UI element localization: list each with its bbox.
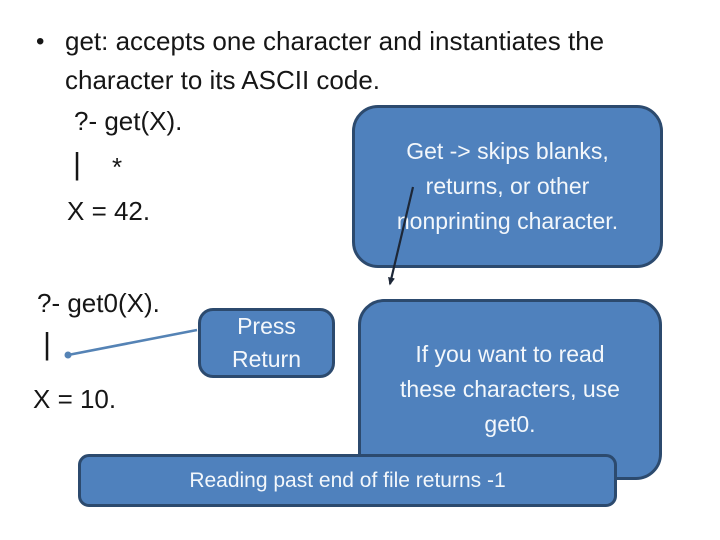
connector-line-press-return bbox=[67, 328, 198, 357]
callout-get0-usage-line: If you want to read bbox=[415, 341, 605, 367]
connector-endpoint-dot bbox=[64, 351, 72, 359]
bullet-item: • get: accepts one character and instant… bbox=[36, 22, 691, 100]
get0-echo-bar: | bbox=[43, 326, 52, 361]
callout-get-behavior: Get -> skips blanks, returns, or other n… bbox=[352, 105, 663, 268]
callout-press-return-line: Return bbox=[231, 346, 302, 372]
bullet-marker: • bbox=[36, 28, 45, 55]
callout-get0-usage-line: get0. bbox=[484, 411, 536, 437]
bullet-text: get: accepts one character and instantia… bbox=[65, 26, 605, 95]
callout-get0-usage-line: these characters, use bbox=[400, 376, 620, 402]
callout-get-behavior-line: nonprinting character. bbox=[396, 208, 619, 234]
get-echo-bar: | bbox=[73, 146, 82, 181]
callout-press-return: Press Return bbox=[198, 308, 335, 378]
get-result-line: X = 42. bbox=[67, 196, 151, 226]
callout-footer-eof-text: Reading past end of file returns -1 bbox=[189, 468, 506, 492]
get-echo-star: * bbox=[112, 152, 123, 182]
callout-press-return-line: Press bbox=[237, 313, 296, 339]
get0-result-line: X = 10. bbox=[33, 384, 117, 414]
callout-get0-usage: If you want to read these characters, us… bbox=[358, 299, 662, 480]
callout-get-behavior-line: returns, or other bbox=[425, 173, 590, 199]
get0-query-line: ?- get0(X). bbox=[37, 288, 160, 318]
callout-footer-eof: Reading past end of file returns -1 bbox=[78, 454, 617, 507]
get-query-line: ?- get(X). bbox=[74, 106, 183, 136]
callout-get-behavior-line: Get -> skips blanks, bbox=[406, 138, 609, 164]
